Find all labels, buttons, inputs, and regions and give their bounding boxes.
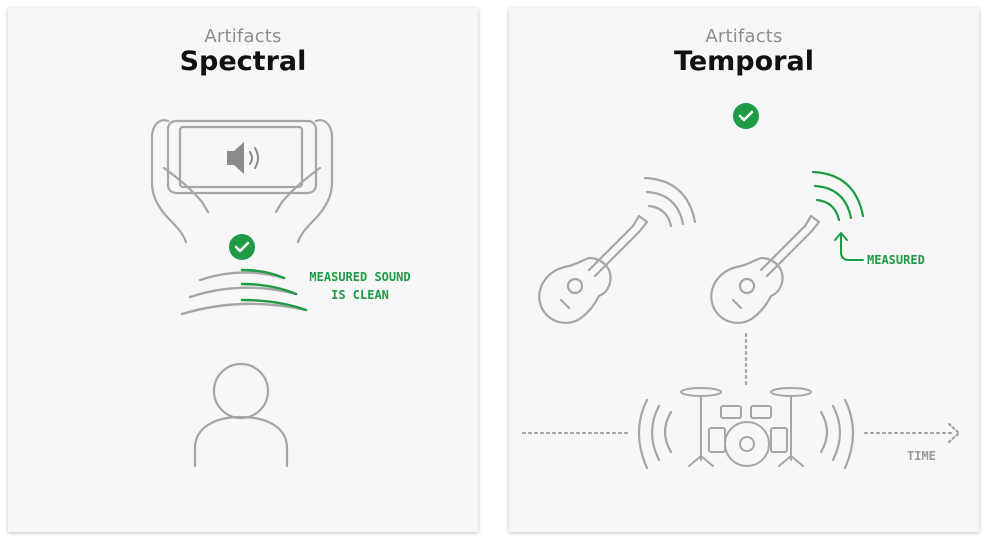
right-stand-legs bbox=[778, 455, 804, 467]
left-cymbal bbox=[680, 387, 722, 397]
sound-waves-icon bbox=[811, 170, 865, 222]
drum-right-wave-3 bbox=[843, 398, 855, 470]
guitar-icon bbox=[538, 214, 649, 324]
wave-2-gray bbox=[188, 286, 298, 299]
snare-drum bbox=[708, 427, 726, 453]
drum-left-wave-2 bbox=[650, 404, 661, 462]
g2-wave-2 bbox=[813, 184, 853, 220]
tom-right bbox=[750, 405, 772, 419]
drum-left-wave-3 bbox=[637, 398, 649, 470]
g2-wave-1 bbox=[815, 198, 841, 222]
spectral-illustration: MEASURED SOUND IS CLEAN bbox=[150, 119, 411, 468]
sound-waves-icon bbox=[643, 176, 697, 228]
sound-waves-icon bbox=[180, 268, 308, 316]
guitar-1-neck-bottom bbox=[593, 230, 641, 278]
checkmark-icon bbox=[733, 103, 759, 129]
drum-left-wave-1 bbox=[663, 410, 673, 454]
person-head bbox=[212, 362, 270, 420]
wave-3-green bbox=[240, 298, 308, 312]
measured-sound-label: MEASURED SOUND bbox=[309, 270, 410, 284]
measured-arrow-line bbox=[840, 233, 864, 261]
drum-right-wave-1 bbox=[819, 410, 829, 454]
spectral-panel: Artifacts Spectral bbox=[8, 8, 478, 532]
g1-wave-1 bbox=[647, 204, 673, 228]
guitar-1-bridge bbox=[559, 298, 571, 310]
bass-drum bbox=[724, 421, 770, 467]
g1-wave-2 bbox=[645, 190, 685, 226]
measured-arrow-icon bbox=[834, 232, 864, 261]
phone-body bbox=[166, 119, 318, 195]
guitar-1-soundhole bbox=[566, 277, 584, 295]
person-shoulders bbox=[193, 415, 289, 468]
is-clean-label: IS CLEAN bbox=[331, 288, 389, 302]
tom-left bbox=[720, 405, 742, 419]
sound-waves-icon bbox=[637, 398, 855, 470]
checkmark-tick bbox=[234, 241, 250, 253]
temporal-pre-title: Artifacts bbox=[705, 26, 783, 47]
bass-drum-center bbox=[739, 436, 755, 452]
wave-2-green bbox=[240, 282, 298, 296]
temporal-title: Temporal bbox=[674, 46, 814, 77]
speaker-icon bbox=[227, 142, 259, 174]
right-hand-thumb bbox=[274, 166, 322, 214]
guitar-2-neck-top bbox=[759, 224, 807, 272]
right-cymbal bbox=[770, 387, 812, 397]
guitar-2-body bbox=[710, 256, 784, 324]
left-hand-thumb bbox=[162, 166, 210, 214]
floor-tom bbox=[770, 427, 788, 453]
time-arrow-head bbox=[947, 422, 961, 444]
measured-label: MEASURED bbox=[867, 253, 925, 267]
wave-1-green bbox=[240, 268, 286, 280]
time-arrow-icon bbox=[863, 422, 961, 444]
guitar-2-head bbox=[803, 214, 821, 234]
spectral-title: Spectral bbox=[179, 46, 307, 77]
drum-kit-icon bbox=[680, 387, 812, 467]
guitar-1-body bbox=[538, 256, 612, 324]
phone-screen bbox=[178, 125, 304, 189]
left-stand-legs bbox=[688, 455, 714, 467]
g2-wave-3 bbox=[811, 170, 865, 218]
left-hand-outer bbox=[150, 119, 188, 244]
guitar-1-neck-top bbox=[587, 224, 635, 272]
checkmark-circle bbox=[229, 234, 255, 260]
g1-wave-3 bbox=[643, 176, 697, 224]
guitar-2-neck-bottom bbox=[765, 230, 813, 278]
spectral-pre-title: Artifacts bbox=[204, 26, 282, 47]
person-icon bbox=[193, 362, 289, 468]
guitar-icon bbox=[710, 214, 821, 324]
speaker-wave-1 bbox=[249, 151, 253, 165]
speaker-body bbox=[227, 142, 244, 174]
wave-3-gray bbox=[180, 302, 308, 316]
guitar-2-soundhole bbox=[738, 277, 756, 295]
right-hand-outer bbox=[296, 119, 334, 244]
drum-right-wave-2 bbox=[831, 404, 842, 462]
measured-arrow-head bbox=[834, 232, 848, 241]
time-label: TIME bbox=[907, 449, 936, 463]
checkmark-circle bbox=[733, 103, 759, 129]
temporal-illustration: MEASURED bbox=[521, 103, 961, 470]
phone-in-hands-icon bbox=[150, 119, 334, 244]
speaker-wave-2 bbox=[254, 147, 259, 169]
temporal-panel: Artifacts Temporal bbox=[509, 8, 979, 532]
guitar-2-bridge bbox=[731, 298, 743, 310]
guitar-1-head bbox=[631, 214, 649, 234]
checkmark-tick bbox=[738, 110, 754, 122]
checkmark-icon bbox=[229, 234, 255, 260]
